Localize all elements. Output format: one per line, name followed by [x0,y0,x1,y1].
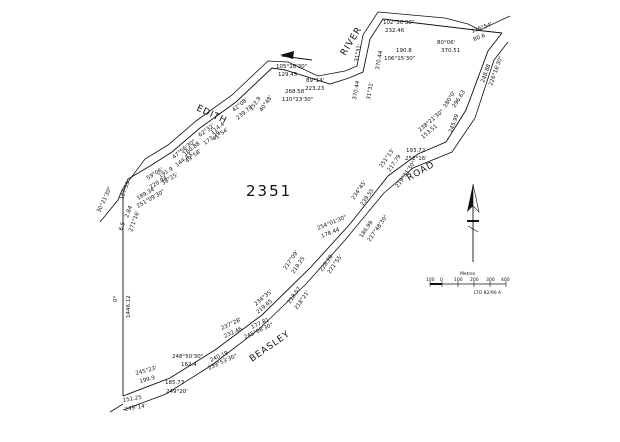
bearing-label: 248°50'30" [172,354,203,360]
edith-road-outer [99,11,481,223]
distance-label: 129.45 [278,72,298,78]
beasley-road-inner [122,41,509,411]
distance-label: 2.84 [124,205,134,219]
river-bearings: 31°31' 370.44 31°31' 370.44 102°30'30" 2… [352,20,493,100]
scale-tick: 0 [440,277,443,283]
bearing-label: 31°31' [366,81,375,100]
west-return [109,403,124,413]
boundary-edith-road [122,18,503,194]
distance-label: 6.5 [118,221,127,232]
bearing-label: 245°23' [135,366,158,377]
beasley-road-bearings: 248.88 226°16'30" 280°0' 296.63 238°21'3… [122,55,504,413]
bearing-label: 252°16' [405,156,427,162]
river-edge [479,15,511,31]
scale-tick: 300 [486,277,495,283]
bearing-label: 110°23'30" [282,97,313,103]
edith-road-bearings: 30°21'30" 107.55 6.5 2.84 271°16' 189.34… [96,64,324,233]
distance-label: 223.23 [305,86,325,92]
distance-label: 190.8 [396,48,412,54]
lot-boundary [122,18,503,397]
distance-label: 162.4 [181,362,197,368]
bearing-label: 249°20' [166,389,188,395]
scale-tick: 200 [470,277,479,283]
distance-label: 268.58 [285,89,305,95]
boundary-beasley-road [122,32,503,397]
distance-label: 193.72 [406,148,425,154]
bearing-label: 30°21'30" [96,186,113,214]
flow-direction-arrow-icon [280,51,313,61]
distance-label: 232.46 [385,28,405,34]
scale-unit: Metres [460,271,476,277]
lot-number: 2351 [246,182,292,200]
plan-reference: LTO 82/90 A [474,290,502,296]
bearing-label: 249°14' [124,403,146,413]
bearing-label: 102°30'30" [383,20,414,26]
distance-label: 80.6 [473,33,487,43]
distance-label: 199.9 [139,375,156,385]
distance-label: 370.44 [375,50,384,70]
north-arrow-icon [467,183,480,262]
distance-label: 370.51 [441,48,460,54]
scale-bar: Metres 100 0 100 200 300 400 LTO 82/90 A [426,271,510,296]
road-reserve-lines [99,11,511,413]
distance-label: 107.55 [119,180,131,201]
scale-tick: 100 [454,277,463,283]
bearing-label: 105°28'30" [276,64,307,70]
scale-tick: 400 [501,277,510,283]
distance-label: 370.44 [352,80,361,100]
bearing-label: 80°06' [437,40,455,46]
west-bearing: 0° [113,296,119,302]
scale-tick: 100 [426,277,435,283]
bearing-label: 31°31' [354,43,363,62]
bearing-label: 89°14' [306,78,324,84]
distance-label: 151.25 [122,395,142,404]
west-distance: 1446.12 [126,295,132,318]
distance-label: 245.99 [448,113,460,134]
bearing-label: 40°48' [259,95,274,113]
distance-label: 185.73 [165,380,185,386]
bearing-label: 106°15'30" [384,56,415,62]
